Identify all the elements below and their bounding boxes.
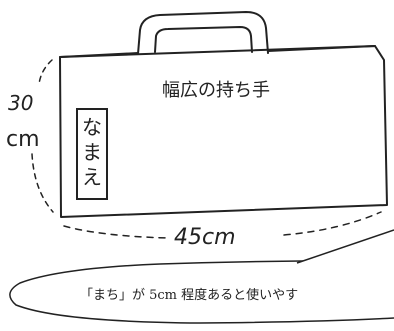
speech-bubble-tail [296,229,394,264]
handle-label: 幅広の持ち手 [162,80,270,101]
height-unit: cm [6,127,40,152]
bag-body [59,45,388,218]
name-tag-label: なまえ [82,115,102,189]
callout-text: 「まち」が 5cm 程度あると使いやす [80,287,298,303]
height-value: 30 [8,91,33,115]
width-dimension-line [63,211,382,239]
name-tag [76,108,108,200]
width-label: 45cm [174,225,236,250]
bag-handle [137,11,269,55]
speech-bubble [9,260,394,324]
height-dimension-line [31,59,54,213]
